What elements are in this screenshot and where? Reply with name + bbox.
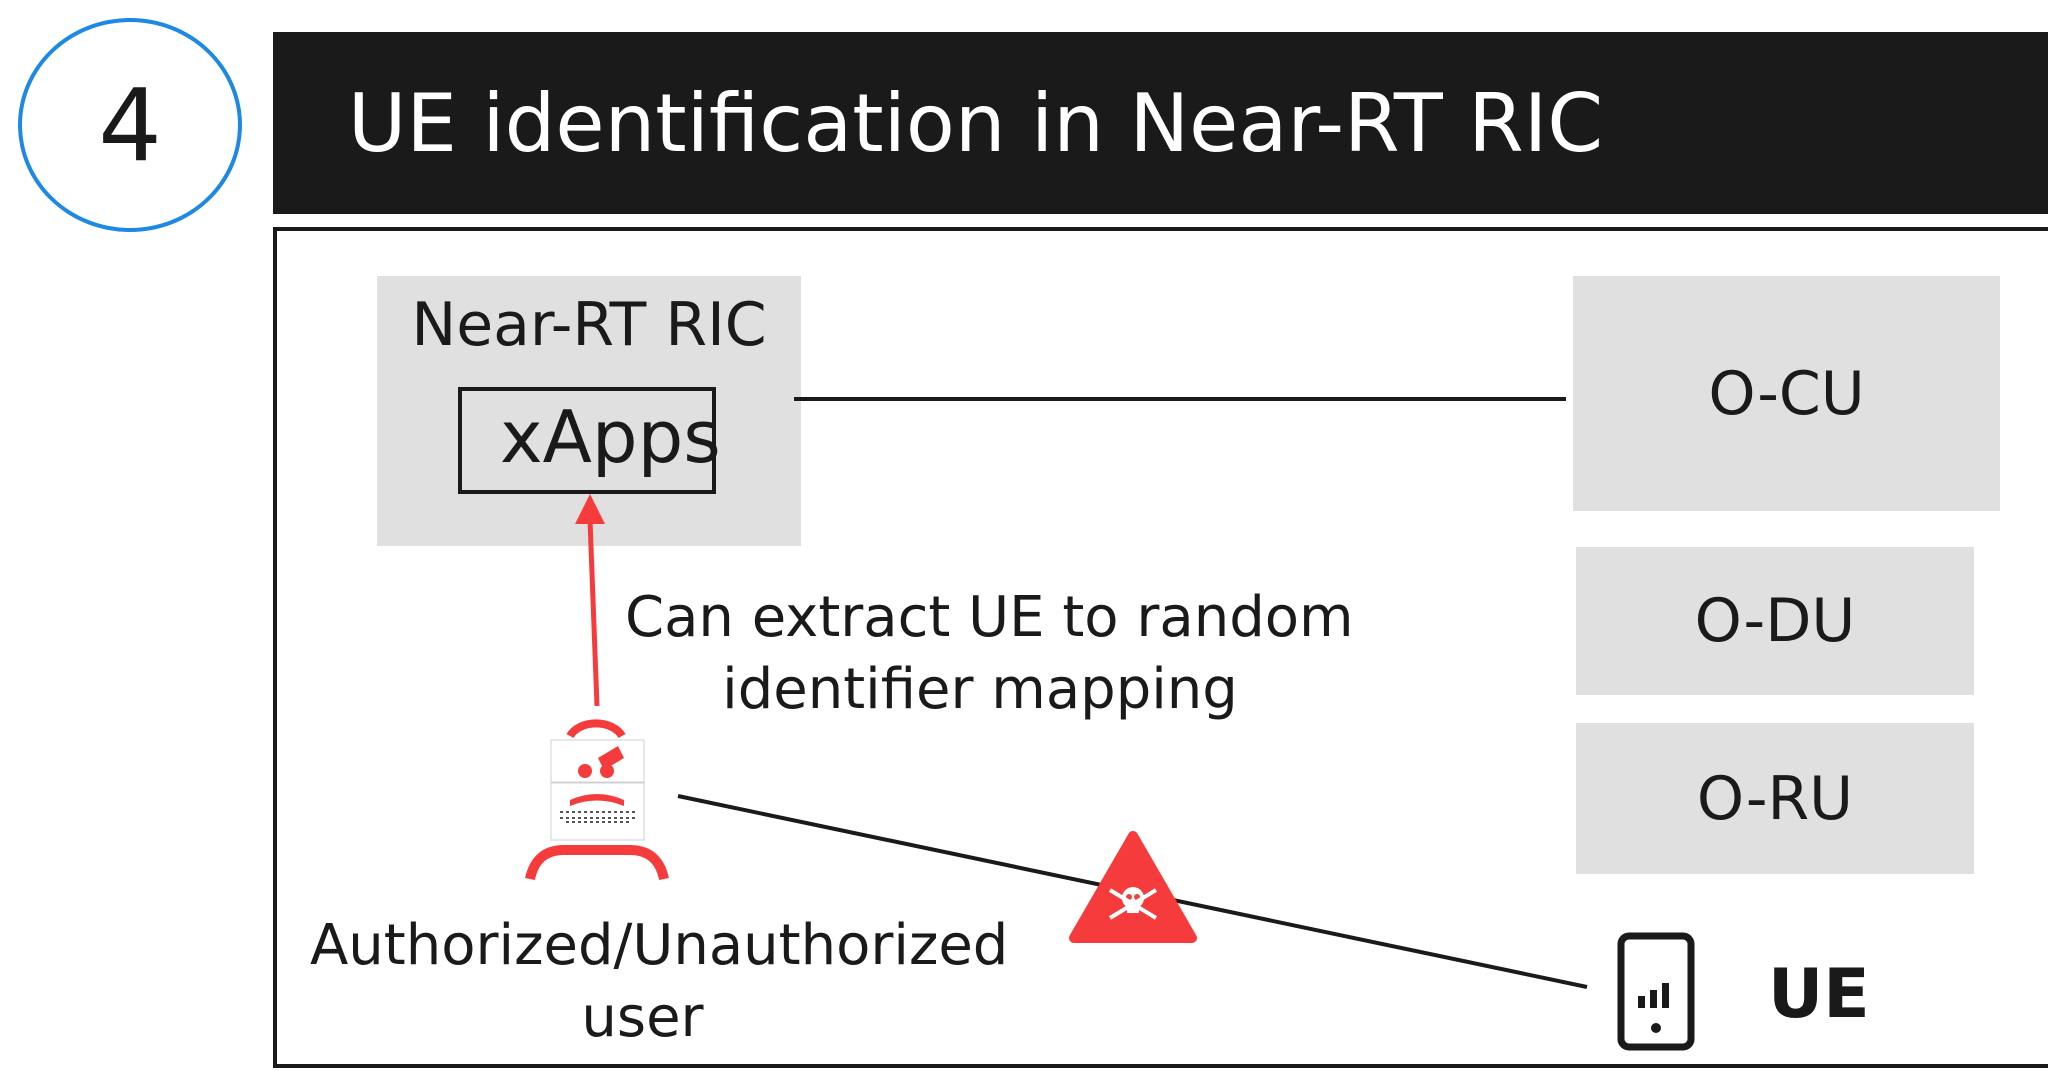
o-cu-label: O-CU: [1708, 358, 1865, 429]
title-bar: UE identification in Near-RT RIC: [273, 32, 2048, 214]
o-du-box: O-DU: [1576, 547, 1974, 695]
o-ru-label: O-RU: [1696, 763, 1854, 834]
o-ru-box: O-RU: [1576, 723, 1974, 874]
mobile-phone-icon: [1617, 932, 1695, 1051]
step-number-badge: 4: [18, 18, 242, 232]
extract-annotation-line1: Can extract UE to random: [625, 585, 1354, 650]
diagram-frame: [273, 227, 2048, 1068]
o-cu-box: O-CU: [1573, 276, 2000, 511]
page-title: UE identification in Near-RT RIC: [347, 76, 1604, 170]
attacker-user-icon: [525, 719, 669, 881]
xapps-label: xApps: [500, 395, 721, 479]
user-annotation-line1: Authorized/Unauthorized: [310, 913, 1009, 978]
ue-label: UE: [1768, 955, 1870, 1034]
user-annotation: Authorized/Unauthorized user: [310, 910, 1009, 1054]
skull-warning-icon: [1069, 831, 1197, 943]
extract-annotation-line2: identifier mapping: [722, 657, 1238, 722]
extract-annotation: Can extract UE to random identifier mapp…: [625, 582, 1354, 726]
user-annotation-line2: user: [581, 985, 704, 1050]
near-rt-ric-label: Near-RT RIC: [411, 290, 767, 360]
step-number: 4: [98, 66, 162, 184]
o-du-label: O-DU: [1694, 586, 1856, 656]
extract-arrow-line: [587, 519, 600, 707]
xapps-box: xApps: [458, 387, 721, 494]
extract-arrow-head: [575, 494, 605, 524]
